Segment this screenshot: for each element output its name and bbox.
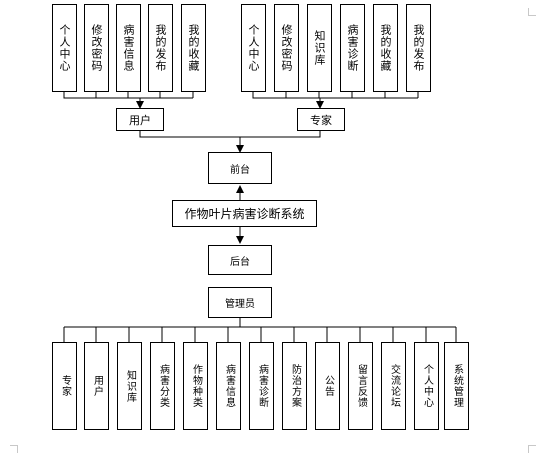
user-feature-box: 我的发布 — [148, 4, 173, 92]
backend-box: 后台 — [208, 245, 272, 275]
admin-feature-box: 系统管理 — [444, 342, 469, 430]
admin-feature-box: 病害分类 — [150, 342, 175, 430]
admin-feature-box: 作物种类 — [183, 342, 208, 430]
system-title-box: 作物叶片病害诊断系统 — [172, 200, 317, 227]
expert-feature-box: 修改密码 — [274, 4, 299, 92]
expert-role-box: 专家 — [297, 108, 345, 131]
expert-feature-box: 我的收藏 — [373, 4, 398, 92]
corner-mark — [10, 445, 18, 453]
user-feature-box: 个人中心 — [52, 4, 77, 92]
admin-feature-box: 交流论坛 — [381, 342, 406, 430]
admin-feature-box: 病害诊断 — [249, 342, 274, 430]
expert-feature-box: 知识库 — [307, 4, 332, 92]
frontend-box: 前台 — [208, 152, 272, 184]
expert-feature-box: 我的发布 — [406, 4, 431, 92]
admin-feature-box: 个人中心 — [414, 342, 439, 430]
expert-feature-box: 个人中心 — [241, 4, 266, 92]
admin-feature-box: 专家 — [52, 342, 77, 430]
admin-feature-box: 留言反馈 — [348, 342, 373, 430]
admin-feature-box: 防治方案 — [282, 342, 307, 430]
user-feature-box: 修改密码 — [84, 4, 109, 92]
user-role-box: 用户 — [116, 108, 164, 131]
admin-feature-box: 公告 — [315, 342, 340, 430]
corner-mark — [528, 8, 536, 16]
admin-feature-box: 病害信息 — [216, 342, 241, 430]
admin-box: 管理员 — [208, 287, 272, 318]
admin-feature-box: 知识库 — [117, 342, 142, 430]
user-feature-box: 我的收藏 — [181, 4, 206, 92]
user-feature-box: 病害信息 — [116, 4, 141, 92]
corner-mark — [528, 445, 536, 453]
expert-feature-box: 病害诊断 — [340, 4, 365, 92]
admin-feature-box: 用户 — [84, 342, 109, 430]
